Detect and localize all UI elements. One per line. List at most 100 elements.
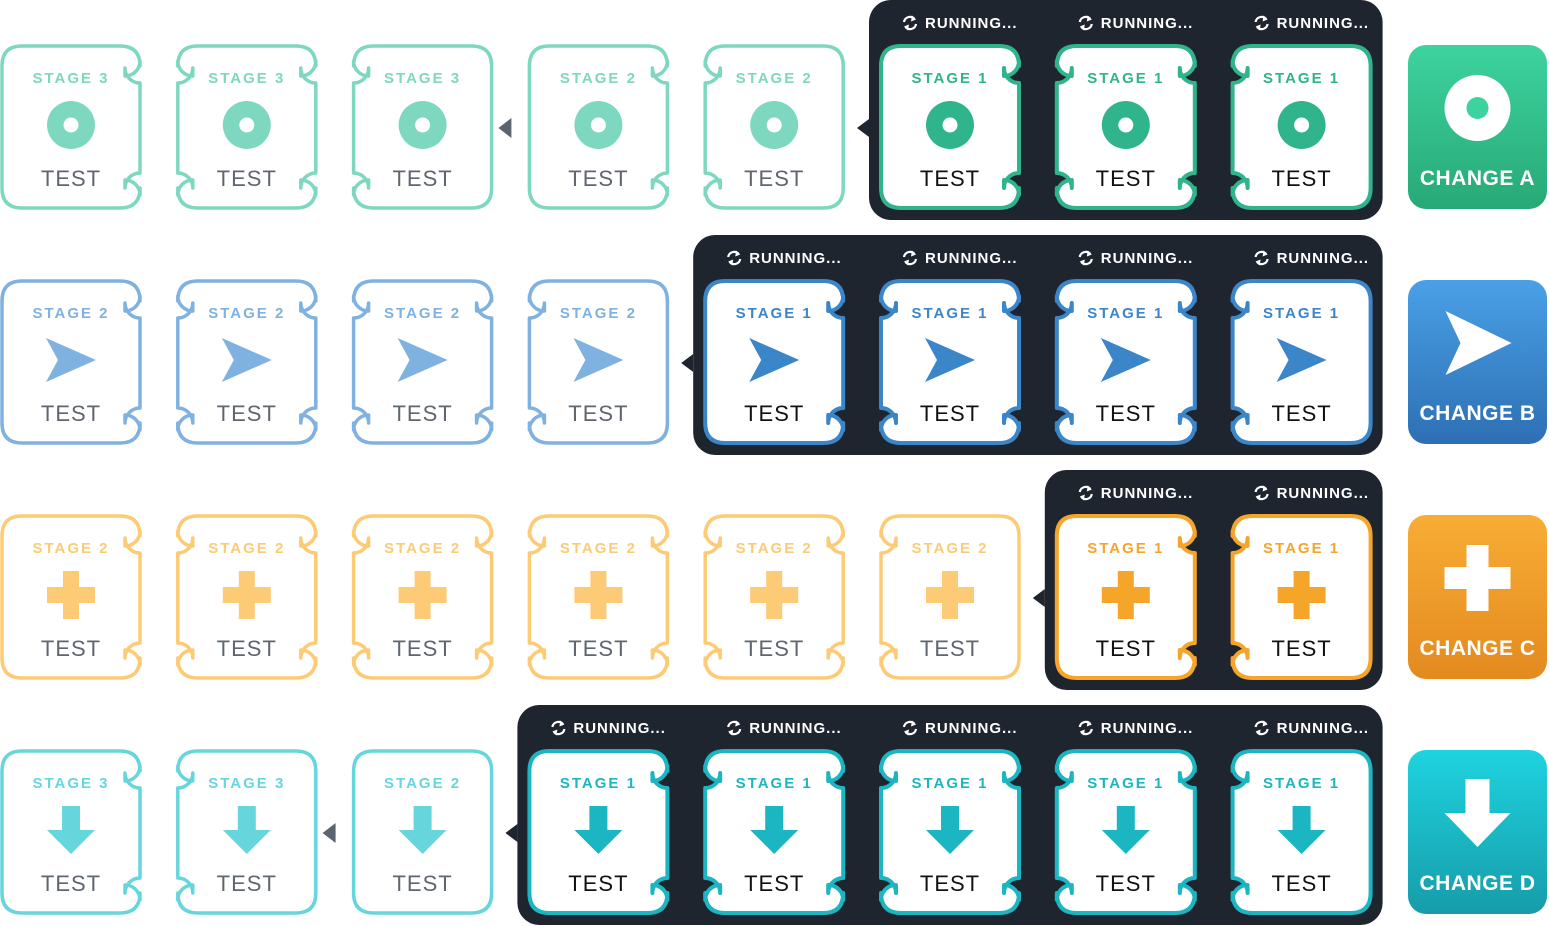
test-label: TEST: [1096, 871, 1156, 896]
stage-label: STAGE 1: [1263, 540, 1340, 557]
test-label: TEST: [920, 166, 980, 191]
test-label: TEST: [744, 166, 804, 191]
running-status-label: RUNNING...: [925, 15, 1018, 32]
stage-tile[interactable]: STAGE 2 TEST: [703, 44, 845, 210]
running-status-label: RUNNING...: [749, 720, 842, 737]
stage-label: STAGE 1: [911, 305, 988, 322]
running-status: RUNNING...: [1254, 15, 1368, 32]
test-label: TEST: [1271, 636, 1331, 661]
change-b-button[interactable]: CHANGE B: [1408, 280, 1547, 444]
test-label: TEST: [392, 401, 452, 426]
refresh-icon: [1078, 250, 1093, 266]
circle-icon: [926, 101, 974, 149]
running-status-label: RUNNING...: [1277, 250, 1370, 267]
change-a-button[interactable]: CHANGE A: [1408, 45, 1547, 209]
play-icon: [749, 338, 800, 382]
left-arrow-icon: [498, 118, 512, 138]
test-label: TEST: [217, 166, 277, 191]
change-label: CHANGE D: [1419, 872, 1535, 895]
refresh-icon: [1254, 720, 1269, 736]
plus-icon: [222, 571, 271, 619]
stage-label: STAGE 1: [1087, 70, 1164, 87]
stage-label: STAGE 3: [208, 775, 285, 792]
test-label: TEST: [568, 401, 628, 426]
stage-label: STAGE 1: [560, 775, 637, 792]
test-label: TEST: [392, 636, 452, 661]
running-status-label: RUNNING...: [1101, 15, 1194, 32]
play-icon: [397, 338, 448, 382]
stage-tile[interactable]: STAGE 1 TEST: [1054, 44, 1197, 210]
arrow-down-icon: [1101, 806, 1150, 854]
play-icon: [46, 338, 96, 382]
stage-tile[interactable]: STAGE 1 TEST: [879, 44, 1021, 210]
test-label: TEST: [920, 871, 980, 896]
refresh-icon: [1078, 720, 1093, 736]
test-label: TEST: [744, 871, 804, 896]
change-d-button[interactable]: CHANGE D: [1408, 750, 1547, 914]
stage-tile[interactable]: STAGE 1 TEST: [1230, 514, 1373, 680]
test-label: TEST: [1096, 166, 1156, 191]
circle-icon: [398, 101, 447, 149]
refresh-icon: [1078, 15, 1093, 31]
running-status: RUNNING...: [1078, 485, 1194, 502]
stage-label: STAGE 1: [911, 70, 988, 87]
play-icon: [221, 338, 272, 382]
test-label: TEST: [217, 401, 277, 426]
arrow-down-icon: [926, 806, 974, 854]
stage-label: STAGE 2: [208, 540, 285, 557]
arrow-down-icon: [574, 806, 623, 854]
circle-icon: [574, 101, 623, 149]
running-status: RUNNING...: [551, 720, 665, 737]
running-status-label: RUNNING...: [1101, 485, 1194, 502]
change-c-button[interactable]: CHANGE C: [1408, 515, 1547, 679]
stage-label: STAGE 1: [1087, 305, 1164, 322]
panel-pointer: [505, 824, 518, 842]
stage-label: STAGE 2: [736, 540, 813, 557]
running-status: RUNNING...: [1254, 485, 1368, 502]
stage-label: STAGE 1: [736, 305, 813, 322]
change-label: CHANGE A: [1420, 167, 1535, 190]
test-label: TEST: [41, 871, 101, 896]
stage-label: STAGE 2: [736, 70, 813, 87]
plus-icon: [750, 571, 799, 619]
test-label: TEST: [1271, 166, 1331, 191]
running-status-label: RUNNING...: [1277, 720, 1370, 737]
plus-icon: [1277, 571, 1326, 619]
running-status: RUNNING...: [727, 720, 842, 737]
circle-icon: [222, 101, 271, 149]
plus-icon: [398, 571, 447, 619]
arrow-down-icon: [47, 806, 95, 854]
refresh-icon: [902, 15, 918, 31]
